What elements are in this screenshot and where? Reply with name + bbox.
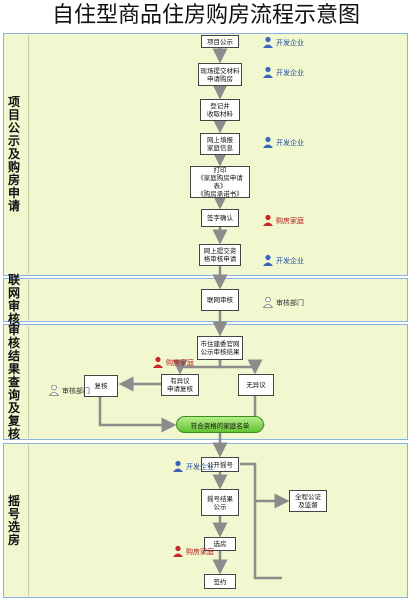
actor-developer: 开发企业	[262, 66, 304, 80]
section-divider	[28, 280, 29, 320]
node-recheck: 复核	[84, 375, 118, 397]
node-online-review: 联网审核	[201, 289, 239, 311]
section-divider	[28, 326, 29, 438]
actor-household: 购房家庭	[172, 545, 214, 559]
node-online-qualification: 网上提交资 格审核申请	[199, 244, 241, 266]
section-label: 审核结果查询及复核	[7, 322, 20, 441]
person-blue-icon	[262, 36, 274, 50]
actor-auditor: 审核部门	[48, 384, 90, 398]
diagram-title: 自住型商品住房购房流程示意图	[51, 3, 360, 28]
node-choose-house: 选房	[204, 537, 236, 551]
actor-auditor: 审核部门	[262, 296, 304, 310]
node-print-forms: 打印 《家庭购房申请表》 《购房承诺书》	[190, 166, 250, 198]
person-red-icon	[262, 214, 274, 228]
actor-developer: 开发企业	[262, 36, 304, 50]
node-project-publicity: 项目公示	[201, 35, 239, 48]
section-divider	[28, 35, 29, 274]
node-objection: 有异议 申请复核	[161, 374, 199, 396]
node-sign-contract: 签约	[204, 574, 236, 589]
person-outline-icon	[262, 296, 274, 310]
node-lottery-results: 摇号结果 公示	[201, 489, 239, 516]
node-online-fill: 网上填报 家庭信息	[200, 133, 240, 155]
node-submit-materials: 现场提交材料 申请购房	[198, 63, 242, 86]
node-register-collect: 登记并 收取材料	[200, 99, 240, 121]
section-label: 联网审核	[7, 273, 20, 326]
actor-developer: 开发企业	[172, 460, 214, 474]
section-label: 摇号选房	[7, 493, 20, 547]
person-outline-icon	[48, 384, 60, 398]
actor-household: 购房家庭	[262, 214, 304, 228]
node-public-lottery: 公开摇号	[201, 457, 239, 472]
person-blue-icon	[262, 254, 274, 268]
person-red-icon	[172, 545, 184, 559]
person-blue-icon	[262, 66, 274, 80]
section-label: 项目公示及购房申请	[7, 95, 20, 213]
actor-developer: 开发企业	[262, 136, 304, 150]
person-red-icon	[152, 356, 164, 370]
node-sign-confirm: 签字确认	[201, 209, 239, 227]
node-no-objection: 无异议	[238, 374, 274, 396]
node-notary-supervision: 全程公证 及监督	[289, 490, 327, 512]
node-qualified-list: 符合资格的家庭名单	[176, 416, 264, 433]
section-divider	[28, 445, 29, 596]
actor-developer: 开发企业	[262, 254, 304, 268]
node-publish-results: 市住建委官网 公示审核结果	[197, 336, 243, 360]
person-blue-icon	[262, 136, 274, 150]
person-blue-icon	[172, 460, 184, 474]
actor-household: 购房家庭	[152, 356, 194, 370]
